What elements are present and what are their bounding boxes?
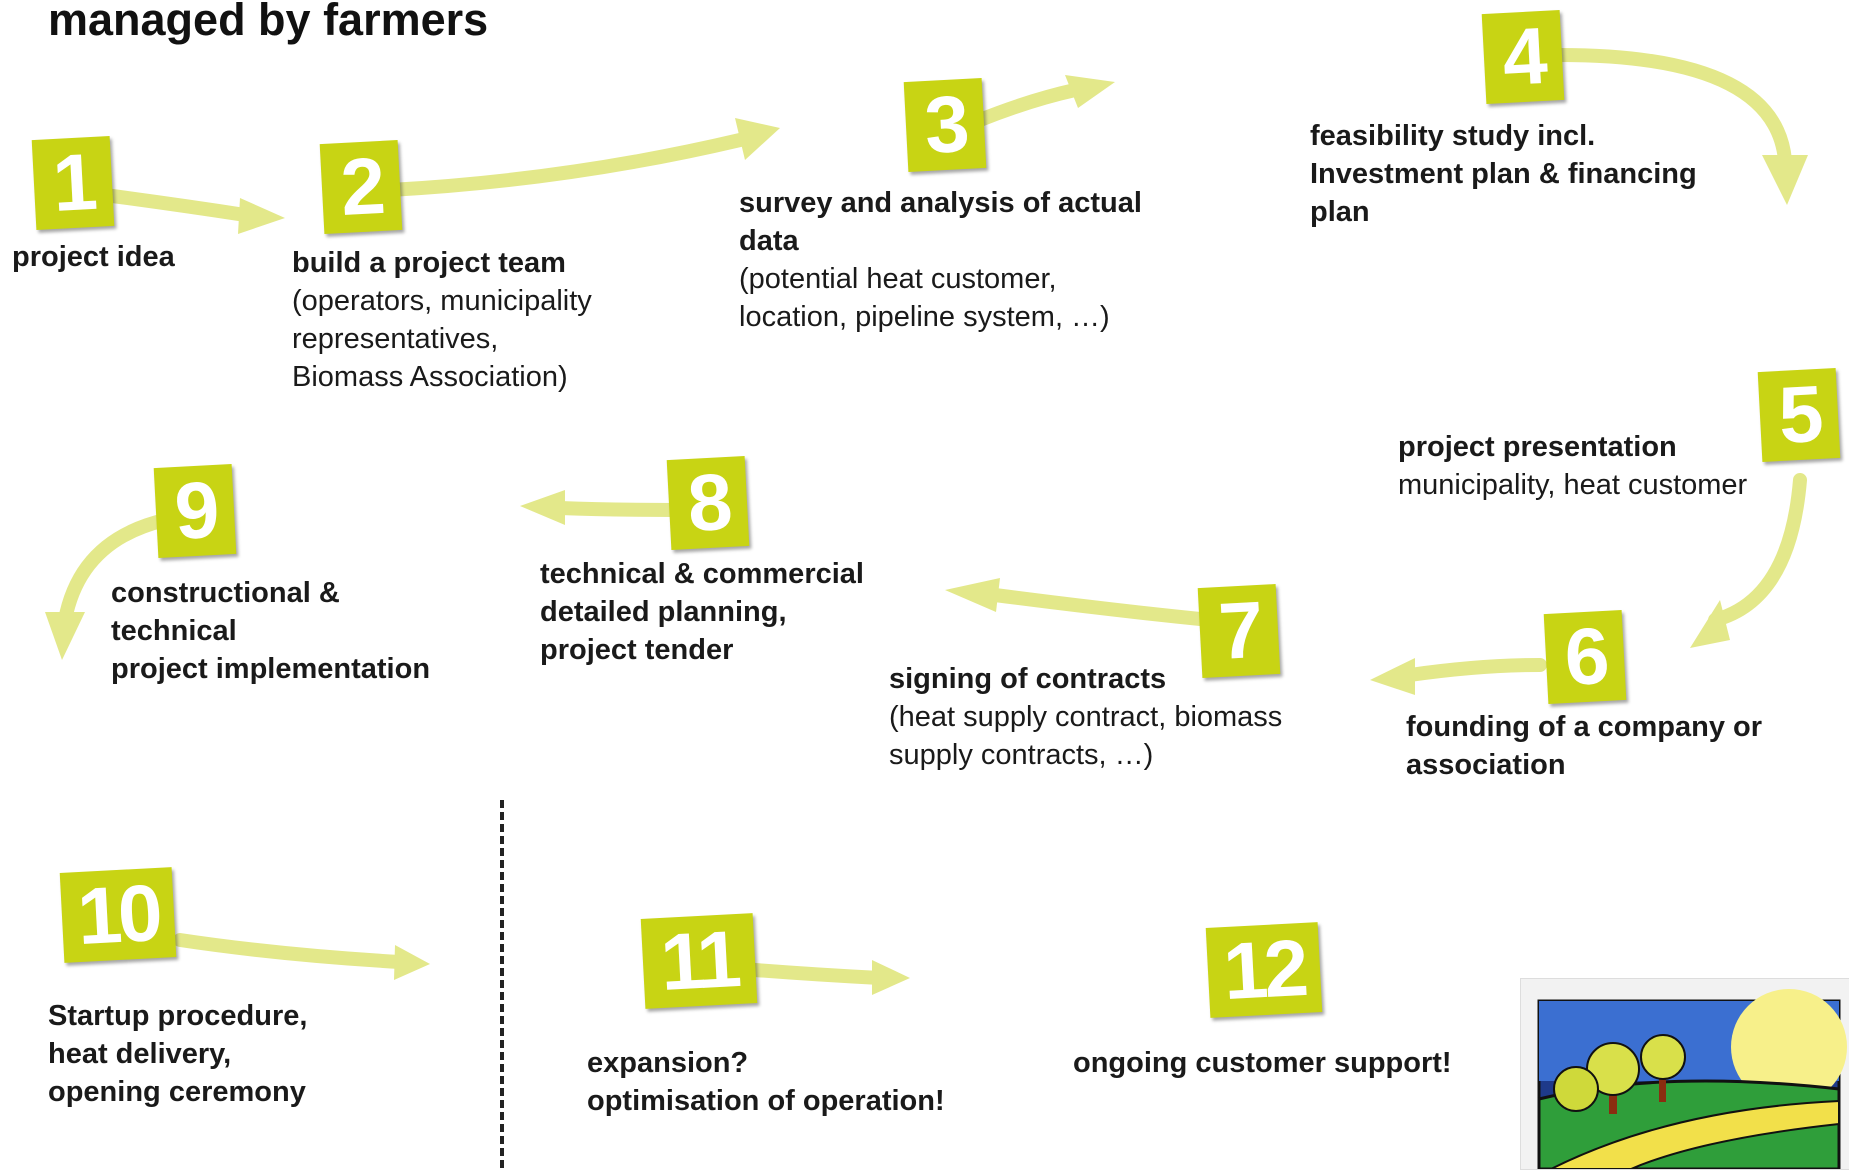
step-2-desc-line: representatives, [292,323,499,355]
step-5-badge: 5 [1757,368,1841,462]
step-1-title: project idea [12,241,175,273]
arrow-7-8 [988,588,1217,627]
step-10-title-line: heat delivery, [48,1038,232,1070]
step-4-badge: 4 [1481,10,1565,104]
step-3-desc-line: location, pipeline system, …) [739,301,1110,333]
step-4-title-line: Investment plan & financing [1310,158,1697,190]
step-8-label: technical & commercial detailed planning… [540,555,864,669]
landscape-logo-icon [1537,989,1847,1169]
arrow-4-5 [1553,48,1792,167]
step-3-label: survey and analysis of actual data (pote… [739,184,1142,336]
step-2-desc-line: (operators, municipality [292,285,592,317]
arrow-8-9 [553,501,682,517]
step-5-desc-line: municipality, heat customer [1398,469,1748,501]
arrowhead-7-8 [945,578,1000,612]
arrow-9-end [58,513,172,627]
step-11-badge: 11 [640,913,758,1009]
step-6-title-line: founding of a company or [1406,711,1763,743]
arrow-3-4 [973,83,1082,127]
step-3-title-line: survey and analysis of actual [739,187,1142,219]
arrow-2-3 [383,133,747,197]
step-10-badge: 10 [59,867,177,963]
arrowhead-11 [872,960,910,995]
step-12-title: ongoing customer support! [1073,1047,1452,1079]
step-6-title-line: association [1406,749,1566,781]
arrow-6-7 [1403,658,1547,682]
step-7-title: signing of contracts [889,663,1167,695]
step-7-label: signing of contracts (heat supply contra… [889,660,1282,774]
arrowhead-8-9 [520,490,565,525]
page-title: managed by farmers [48,0,489,45]
arrowhead-3-4 [1065,75,1115,108]
arrow-1-2 [98,188,252,222]
step-10-title-line: opening ceremony [48,1076,306,1108]
arrowhead-4-5 [1762,155,1808,205]
step-7-desc-line: supply contracts, …) [889,739,1154,771]
step-9-title-line: technical [111,615,237,647]
step-8-badge: 8 [666,456,750,550]
step-8-title-line: detailed planning, [540,596,787,628]
step-4-title-line: plan [1310,196,1370,228]
step-5-title: project presentation [1398,431,1677,463]
arrowhead-9-end [45,612,85,660]
step-9-title-line: constructional & [111,577,340,609]
arrowhead-5-6 [1690,600,1730,648]
arrow-11 [748,963,887,985]
step-12-badge: 12 [1205,922,1323,1018]
arrowhead-10 [394,945,430,980]
logo-image [1520,978,1849,1170]
step-3-desc-line: (potential heat customer, [739,263,1057,295]
step-6-badge: 6 [1543,610,1627,704]
step-11-title-line: expansion? [587,1047,749,1079]
step-12-label: ongoing customer support! [1073,1044,1452,1082]
arrow-10 [173,933,407,969]
arrowhead-6-7 [1370,658,1415,695]
arrowhead-2-3 [735,118,780,160]
arrow-5-6 [1708,473,1807,627]
step-2-desc-line: Biomass Association) [292,361,568,393]
step-6-label: founding of a company or association [1406,708,1762,784]
step-3-badge: 3 [903,78,987,172]
step-4-label: feasibility study incl. Investment plan … [1310,117,1697,231]
arrowhead-1-2 [238,198,285,234]
step-10-label: Startup procedure, heat delivery, openin… [48,997,307,1111]
step-11-title-line: optimisation of operation! [587,1085,945,1117]
step-11-label: expansion? optimisation of operation! [587,1044,945,1120]
step-9-title-line: project implementation [111,653,431,685]
step-9-badge: 9 [153,464,237,558]
step-8-title-line: technical & commercial [540,558,864,590]
phase-divider [500,800,504,1168]
step-2-badge: 2 [319,140,403,234]
step-2-label: build a project team (operators, municip… [292,244,592,396]
step-1-label: project idea [12,238,175,276]
step-7-desc-line: (heat supply contract, biomass [889,701,1283,733]
step-8-title-line: project tender [540,634,734,666]
step-4-title-line: feasibility study incl. [1310,120,1596,152]
step-5-label: project presentation municipality, heat … [1398,428,1747,504]
step-1-badge: 1 [31,136,115,230]
step-10-title-line: Startup procedure, [48,1000,308,1032]
step-9-label: constructional & technical project imple… [111,574,430,688]
step-3-title-line: data [739,225,799,257]
step-2-title: build a project team [292,247,566,279]
